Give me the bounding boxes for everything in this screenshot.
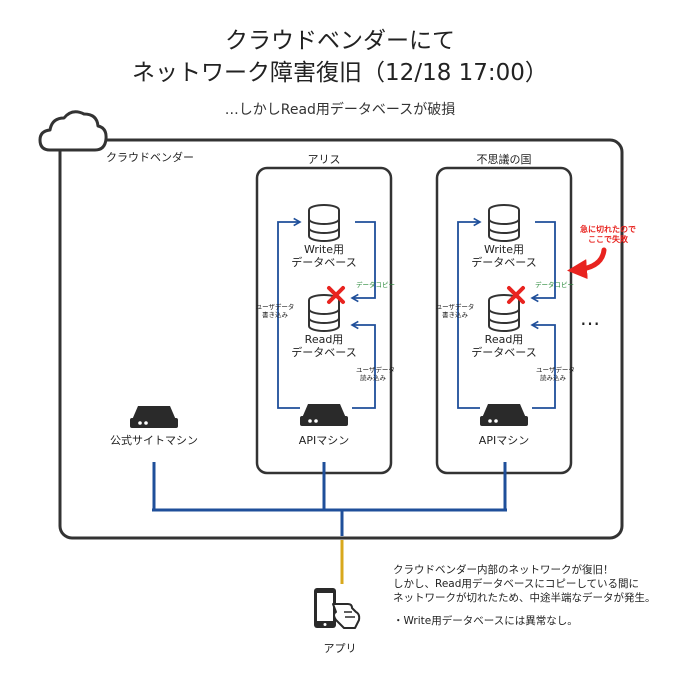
write-db-icon-wonderland	[488, 204, 520, 242]
subtitle: …しかしRead用データベースが破損	[224, 102, 456, 118]
server-icon-alice	[300, 404, 348, 426]
read-db-label-line2: データベース	[291, 346, 357, 359]
error-x-icon-wonderland	[507, 286, 525, 304]
failure-callout-arrow	[567, 247, 607, 280]
failure-callout-line1: 急に切れたので	[580, 225, 636, 234]
wonderland-flow-arrows	[457, 217, 556, 409]
notes-line-3: ネットワークが切れたため、中途半端なデータが発生。	[393, 592, 656, 604]
zone-label-alice: アリス	[307, 153, 341, 166]
write-flow-label-line1: ユーザデータ	[255, 303, 295, 311]
server-icon-wonderland	[480, 404, 528, 426]
network-lines	[152, 462, 507, 536]
read-flow-label-line1: ユーザデータ	[356, 366, 395, 374]
copy-flow-label-alice: データコピー	[356, 281, 395, 289]
write-flow-label-wonderland: ユーザデータ 書き込み	[432, 303, 478, 319]
server-icon-public	[130, 406, 178, 428]
error-x-icon-alice	[327, 286, 345, 304]
failure-callout: 急に切れたので ここで失敗	[578, 225, 638, 245]
write-db-icon-alice	[308, 204, 340, 242]
read-db-icon-alice	[308, 294, 340, 332]
read-db-label-line1: Read用	[304, 333, 344, 346]
read-db-label-wonderland: Read用 データベース	[464, 333, 544, 359]
app-label: アプリ	[323, 642, 357, 655]
api-machine-label-alice: APIマシン	[298, 434, 350, 447]
write-db-label-line1: Write用	[483, 243, 525, 256]
write-flow-label-alice: ユーザデータ 書き込み	[252, 303, 298, 319]
write-flow-label-line2: 書き込み	[442, 311, 468, 319]
read-flow-label-line1: ユーザデータ	[536, 366, 575, 374]
notes-line-2: しかし、Read用データベースにコピーしている間に	[393, 578, 640, 590]
smartphone-hand-icon	[314, 588, 361, 629]
read-flow-label-line2: 読み込み	[360, 374, 386, 382]
notes-line-1: クラウドベンダー内部のネットワークが復旧！	[393, 564, 614, 576]
write-flow-label-line1: ユーザデータ	[435, 303, 475, 311]
read-flow-label-line2: 読み込み	[540, 374, 566, 382]
status-notes: クラウドベンダー内部のネットワークが復旧！ しかし、Read用データベースにコピ…	[393, 563, 656, 628]
read-db-label-line2: データベース	[471, 346, 537, 359]
notes-line-4: ・Write用データベースには異常なし。	[393, 615, 578, 627]
write-db-label-alice: Write用 データベース	[284, 243, 364, 269]
read-db-icon-wonderland	[488, 294, 520, 332]
title-line-2: ネットワーク障害復旧（12/18 17:00）	[132, 60, 548, 86]
zone-label-wonderland: 不思議の国	[476, 153, 532, 166]
read-db-label-line1: Read用	[484, 333, 524, 346]
failure-callout-line2: ここで失敗	[588, 235, 628, 244]
read-flow-label-wonderland: ユーザデータ 読み込み	[536, 366, 575, 382]
write-db-label-wonderland: Write用 データベース	[464, 243, 544, 269]
alice-flow-arrows	[277, 217, 376, 409]
title-line-1: クラウドベンダーにて	[225, 28, 455, 54]
more-zones-ellipsis: …	[580, 306, 602, 330]
read-db-label-alice: Read用 データベース	[284, 333, 364, 359]
write-db-label-line1: Write用	[303, 243, 345, 256]
cloud-vendor-label: クラウドベンダー	[106, 151, 194, 164]
copy-flow-label-wonderland: データコピー	[535, 281, 574, 289]
read-flow-label-alice: ユーザデータ 読み込み	[356, 366, 395, 382]
write-db-label-line2: データベース	[471, 256, 537, 269]
write-flow-label-line2: 書き込み	[262, 311, 288, 319]
api-machine-label-wonderland: APIマシン	[478, 434, 530, 447]
cloud-icon	[38, 110, 108, 152]
public-site-machine-label: 公式サイトマシン	[110, 434, 198, 447]
write-db-label-line2: データベース	[291, 256, 357, 269]
